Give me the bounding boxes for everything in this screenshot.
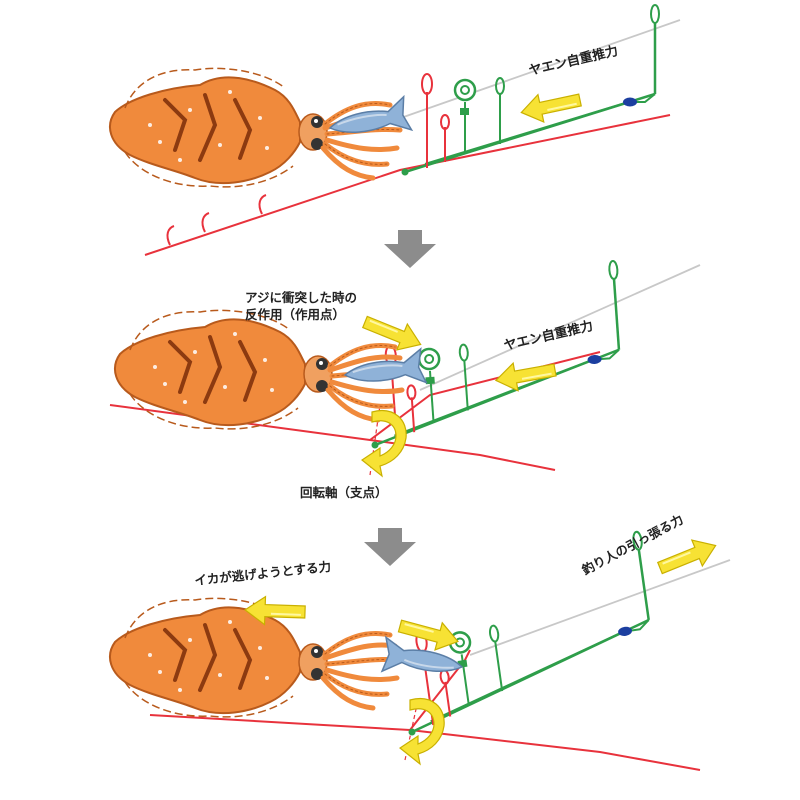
panel2-impact-sublabel: 反作用（作用点） [245, 307, 345, 322]
main-line [394, 19, 681, 121]
panel1-push-label: ヤエン自重推力 [527, 43, 619, 79]
panel2-pivot-label: 回転軸（支点） [300, 485, 388, 500]
pull-arrow [653, 531, 722, 582]
push-arrow [492, 355, 559, 396]
panel-3: イカが逃げようとする力 釣り人の引っ張る力 [110, 512, 731, 771]
leader-line [144, 114, 671, 256]
leader-line [109, 404, 556, 471]
step-arrow-icon [384, 230, 436, 268]
panel-1: ヤエン自重推力 [110, 3, 681, 256]
main-line [419, 264, 701, 391]
impact-arrow [358, 308, 427, 359]
leader-line [149, 714, 701, 771]
main-line [469, 559, 731, 656]
panel-2: アジに衝突した時の 反作用（作用点） ヤエン自重推力 回転軸（支点） [109, 259, 701, 500]
step-arrow-icon [364, 528, 416, 566]
yaen-rig-icon [362, 259, 630, 447]
yaen-rig-icon [403, 3, 661, 174]
panel2-push-label: ヤエン自重推力 [502, 318, 594, 354]
panel3-squid-escape-label: イカが逃げようとする力 [194, 559, 332, 588]
panel2-impact-label: アジに衝突した時の [245, 290, 357, 305]
